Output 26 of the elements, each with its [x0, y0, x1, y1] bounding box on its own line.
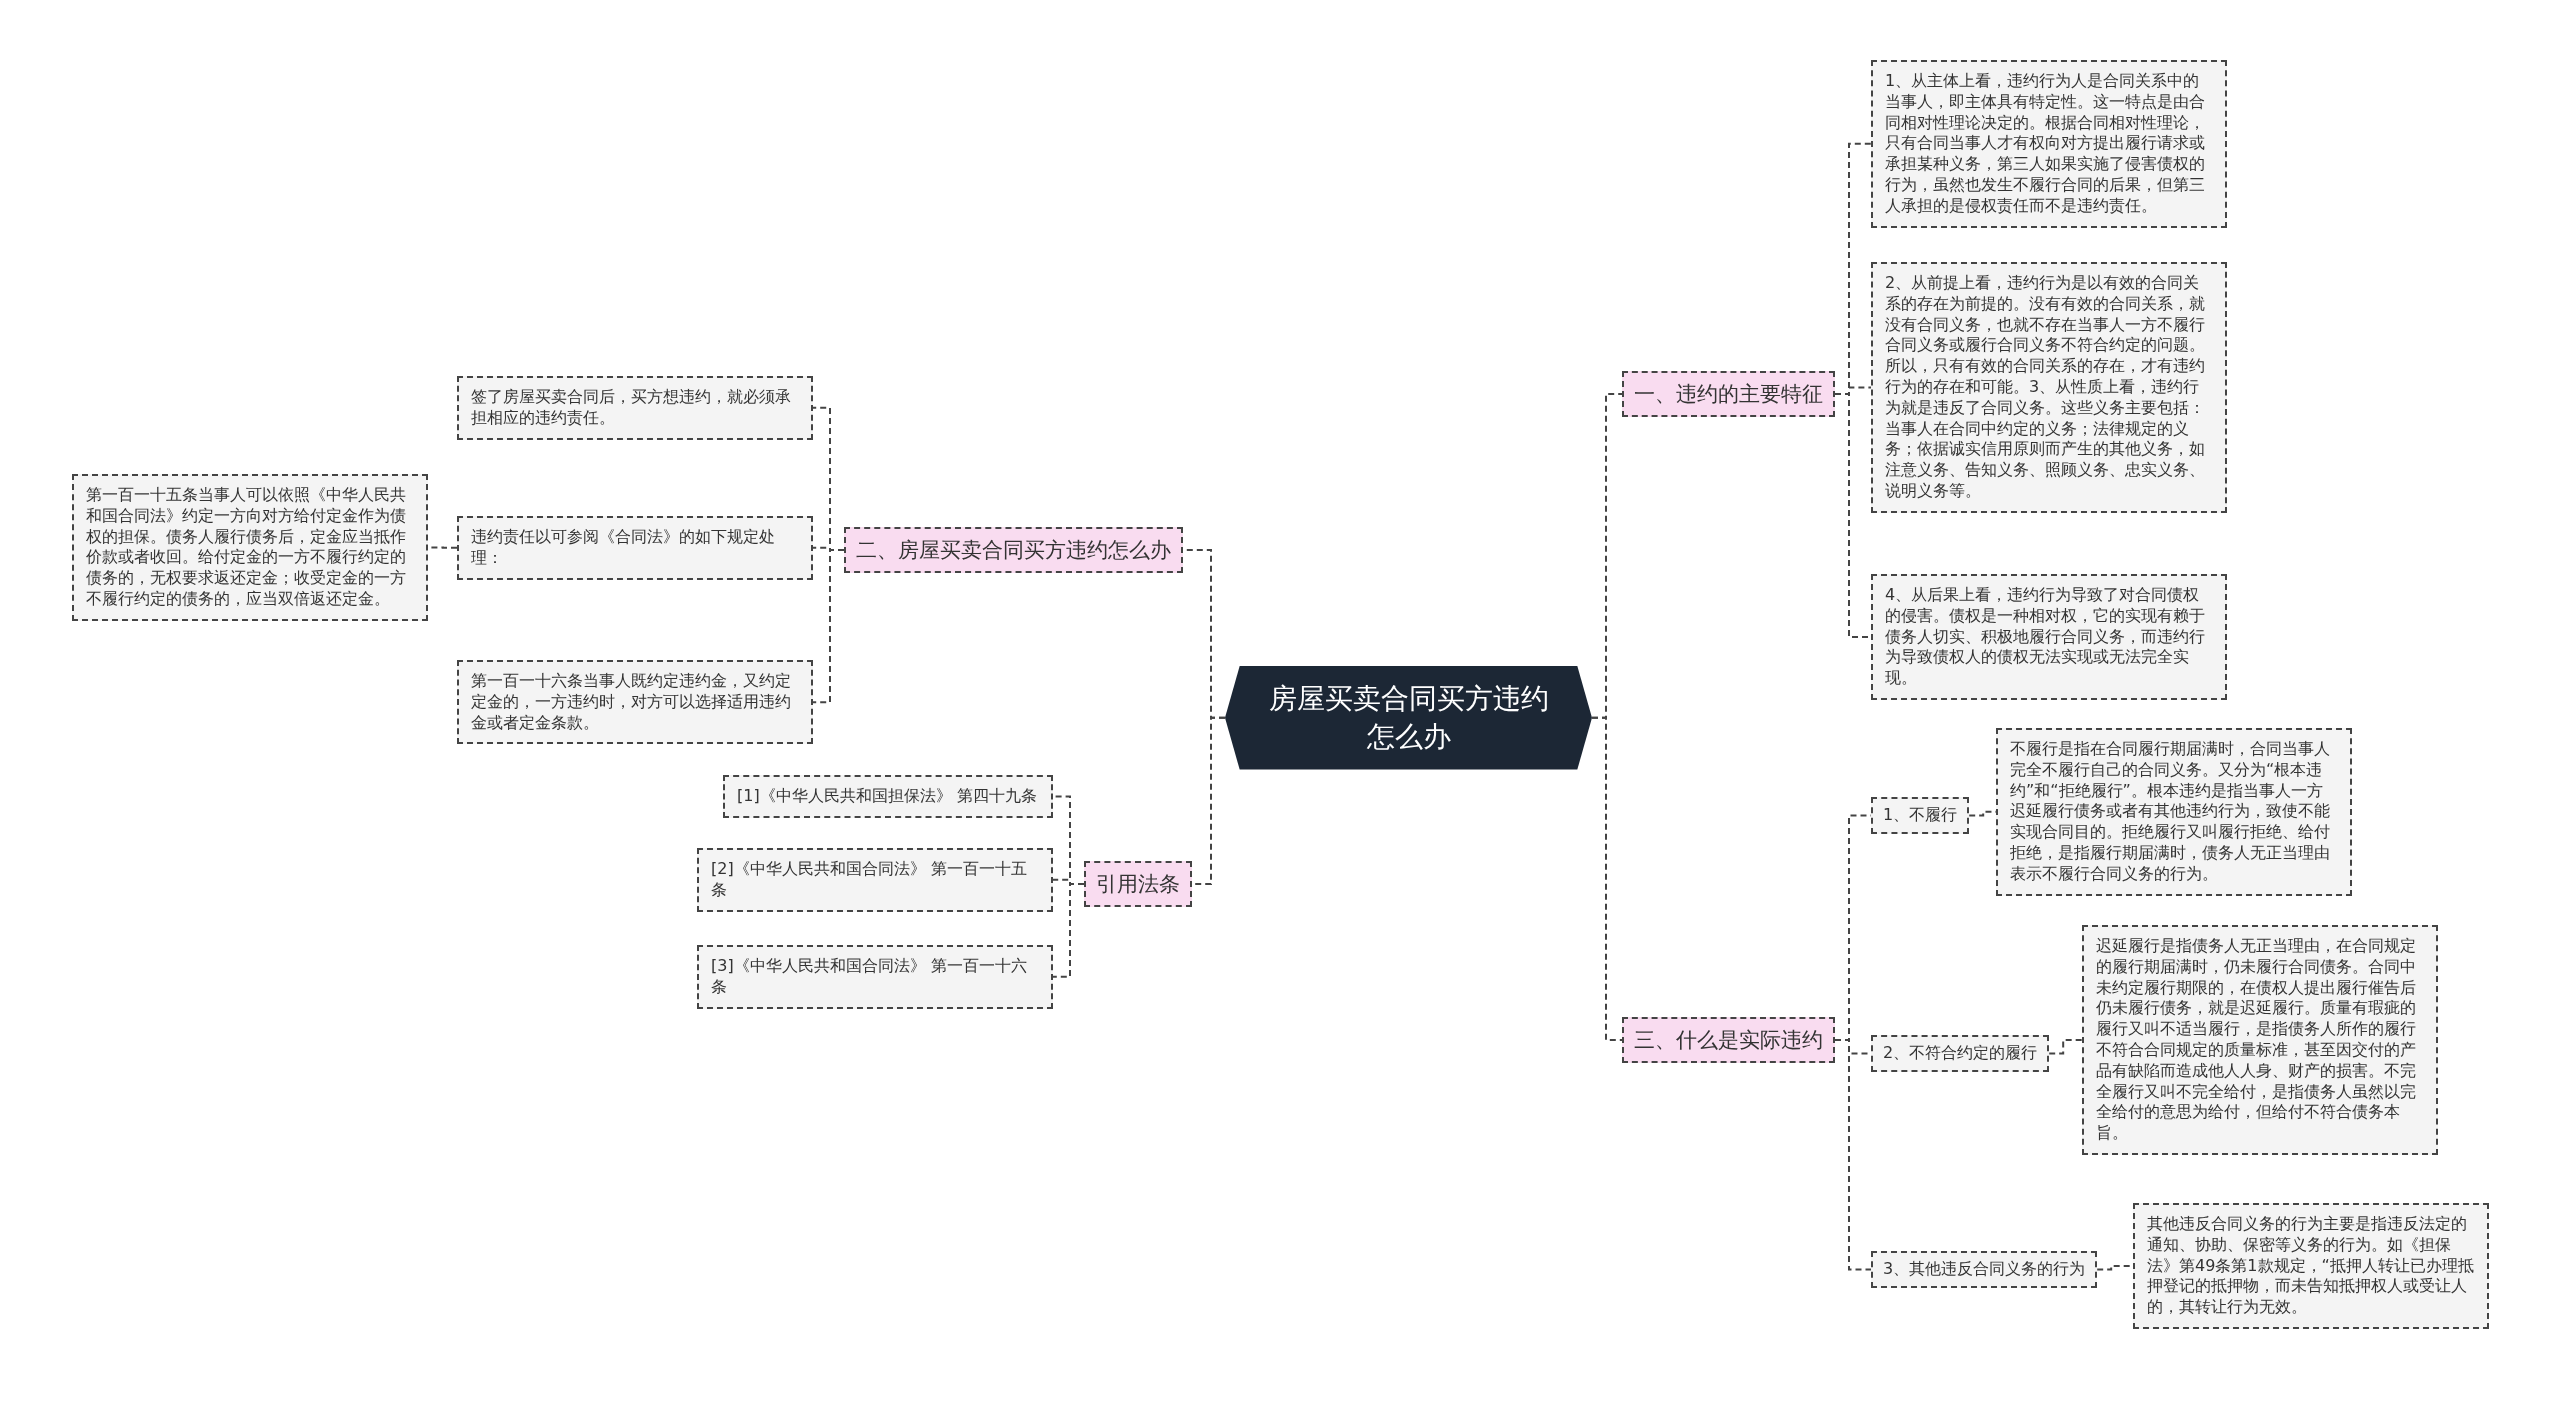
- text-card: 2、从前提上看，违约行为是以有效的合同关系的存在为前提的。没有有效的合同关系，就没有合同义务，也就不存在当事人一方不履行合同义务或履行合同义务不符合约定的问题。所以，只有有效的合同关系的存在，才有违约行为的存在和可能。3、从性质上看，违约行为就是违反了合同义务。这些义务主要包括：当事人在合同中约定的义务；法律规定的义务；依据诚实信用原则而产生的其他义务，如注意义务、告知义务、照顾义务、忠实义务、说明义务等。: [1871, 262, 2227, 513]
- text-card: [3]《中华人民共和国合同法》 第一百一十六条: [697, 945, 1053, 1009]
- connector-line: [1591, 716, 1623, 1041]
- text-card: [1]《中华人民共和国担保法》 第四十九条: [723, 775, 1053, 818]
- topic-banner: 房屋买卖合同买方违约怎么办: [1225, 666, 1592, 770]
- text-card: 其他违反合同义务的行为主要是指违反法定的通知、协助、保密等义务的行为。如《担保法》第49条第1款规定，“抵押人转让已办理抵押登记的抵押物，而未告知抵押权人或受让人的，其转让行为无效。: [2133, 1203, 2489, 1329]
- text-card: 第一百一十六条当事人既约定违约金，又约定定金的，一方违约时，对方可以选择适用违约金或者定金条款。: [457, 660, 813, 745]
- subtopic-box: 1、不履行: [1871, 797, 1970, 834]
- text-card: 违约责任以可参阅《合同法》的如下规定处理：: [457, 516, 813, 580]
- text-card: 签了房屋买卖合同后，买方想违约，就必须承担相应的违约责任。: [457, 376, 813, 440]
- branch-box: 一、违约的主要特征: [1622, 371, 1835, 417]
- subtopic-box: 2、不符合约定的履行: [1871, 1035, 2050, 1072]
- text-card: [2]《中华人民共和国合同法》 第一百一十五条: [697, 848, 1053, 912]
- branch-box: 引用法条: [1084, 861, 1192, 907]
- connector-line: [2048, 1039, 2083, 1055]
- text-card: 第一百一十五条当事人可以依照《中华人民共和国合同法》约定一方向对方给付定金作为债权的担保。债务人履行债务后，定金应当抵作价款或者收回。给付定金的一方不履行约定的债务的，无权要求返还定金；收受定金的一方不履行约定的债务的，应当双倍返还定金。: [72, 474, 428, 621]
- connector-line: [1834, 1039, 1872, 1271]
- connector-line: [812, 549, 845, 704]
- text-card: 4、从后果上看，违约行为导致了对合同债权的侵害。债权是一种相对权，它的实现有赖于债务人切实、积极地履行合同义务，而违约行为导致债权人的债权无法实现或无法完全实现。: [1871, 574, 2227, 700]
- text-card: 迟延履行是指债务人无正当理由，在合同规定的履行期届满时，仍未履行合同债务。合同中未约定履行期限的，在债权人提出履行催告后仍未履行债务，就是迟延履行。质量有瑕疵的履行又叫不适当履行，是指债务人所作的履行不符合合同规定的质量标准，甚至因交付的产品有缺陷而造成他人人身、财产的损害。不完全履行又叫不完全给付，是指债务人虽然以完全给付的意思为给付，但给付不符合债务本旨。: [2082, 925, 2438, 1155]
- connector-line: [1052, 883, 1085, 978]
- branch-box: 二、房屋买卖合同买方违约怎么办: [844, 527, 1183, 573]
- text-card: 不履行是指在合同履行期届满时，合同当事人完全不履行自己的合同义务。又分为“根本违约”和“拒绝履行”。根本违约是指当事人一方迟延履行债务或者有其他违约行为，致使不能实现合同目的。拒绝履行又叫履行拒绝、给付拒绝，是指履行期届满时，债务人无正当理由表示不履行合同义务的行为。: [1996, 728, 2352, 896]
- subtopic-box: 3、其他违反合同义务的行为: [1871, 1251, 2098, 1288]
- text-card: 1、从主体上看，违约行为人是合同关系中的当事人，即主体具有特定性。这一特点是由合同相对性理论决定的。根据合同相对性理论，只有合同当事人才有权向对方提出履行请求或承担某种义务，第三人如果实施了侵害债权的行为，虽然也发生不履行合同的后果，但第三人承担的是侵权责任而不是违约责任。: [1871, 60, 2227, 228]
- branch-box: 三、什么是实际违约: [1622, 1017, 1835, 1063]
